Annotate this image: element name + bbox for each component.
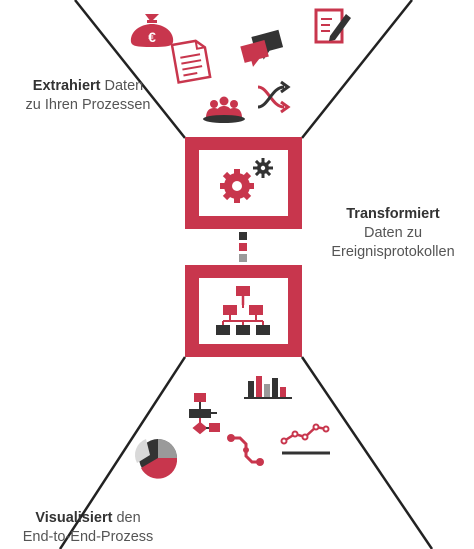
shuffle-icon	[257, 80, 291, 114]
transform-label-bold: Transformiert	[346, 206, 440, 222]
line-chart-icon	[280, 423, 330, 455]
extract-label: Extrahiert Daten zu Ihren Prozessen	[8, 77, 168, 115]
funnel-lines	[58, 0, 434, 549]
euro-symbol: €	[148, 29, 156, 45]
org-chart-icon	[216, 286, 270, 335]
connector	[239, 232, 247, 262]
chat-icon	[240, 29, 284, 67]
org-chart-box	[185, 265, 302, 357]
bar-chart-icon	[244, 376, 292, 399]
edit-form-icon	[314, 8, 351, 44]
visual-label-line2: End-to-End-Prozess	[22, 529, 154, 545]
transform-label-line2: Daten zu	[363, 225, 423, 241]
visual-label-rest: den	[112, 510, 141, 526]
transform-label-line3: Ereignisprotokollen	[331, 244, 455, 260]
money-bag-icon: €	[130, 14, 174, 47]
pie-chart-icon	[134, 439, 178, 479]
gears-icon	[220, 158, 273, 203]
process-path-icon	[227, 434, 264, 466]
flowchart-icon	[189, 393, 220, 435]
transform-label: Transformiert Daten zu Ereignisprotokoll…	[318, 205, 468, 262]
visual-label: Visualisiert den End-to-End-Prozess	[8, 509, 168, 547]
extract-label-bold: Extrahiert	[32, 78, 101, 94]
document-icon	[170, 39, 212, 84]
extract-label-line2: zu Ihren Prozessen	[25, 97, 151, 113]
people-icon	[203, 96, 245, 123]
extract-label-rest: Daten	[100, 78, 144, 94]
visual-label-bold: Visualisiert	[35, 510, 113, 526]
